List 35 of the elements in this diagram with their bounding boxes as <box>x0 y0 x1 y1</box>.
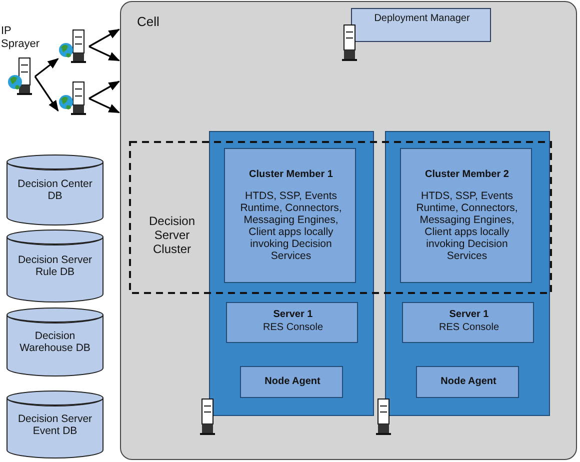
node-label: Node Agent <box>264 376 322 388</box>
node-label: Decision Server Cluster <box>148 214 196 256</box>
node-agent-box <box>240 366 343 398</box>
node-title: Server 1 <box>448 309 490 321</box>
node-label: HTDS, SSP, Events Runtime, Connectors, Messaging Engines, Client apps locally invoking Decision Services <box>415 190 519 262</box>
arrow <box>88 28 120 48</box>
server-icon <box>59 29 88 64</box>
node-label: RES Console <box>438 322 500 334</box>
node-title: Cluster Member 2 <box>424 169 510 181</box>
arrow <box>34 76 59 112</box>
node-title: Cluster Member 1 <box>248 169 334 181</box>
node-label: Deployment Manager <box>373 13 471 25</box>
arrow <box>88 98 120 114</box>
server-box <box>402 302 534 343</box>
node-label: Node Agent <box>440 376 498 388</box>
manager-box <box>351 8 491 42</box>
server-icon <box>59 81 88 116</box>
node-label: Decision Center DB <box>16 178 94 202</box>
cluster-member-box <box>400 148 532 283</box>
node-agent-box <box>416 366 519 398</box>
node-label: Cell <box>137 16 160 28</box>
arrow <box>88 80 120 100</box>
node-label: Decision Server Event DB <box>16 412 94 436</box>
node-label: Decision Warehouse DB <box>18 330 92 354</box>
node-title: Server 1 <box>272 309 314 321</box>
cluster-boundary <box>129 141 552 294</box>
server-icon <box>8 57 34 96</box>
arrow <box>34 58 59 78</box>
node-label: HTDS, SSP, Events Runtime, Connectors, Messaging Engines, Client apps locally invoking Decision Services <box>239 190 343 262</box>
node-label: RES Console <box>262 322 324 334</box>
arrow <box>88 46 120 62</box>
cluster-member-box <box>224 148 356 283</box>
node-label: Decision Server Rule DB <box>16 254 94 278</box>
server-box <box>226 302 358 343</box>
node-caption: IP Sprayer <box>1 25 41 51</box>
